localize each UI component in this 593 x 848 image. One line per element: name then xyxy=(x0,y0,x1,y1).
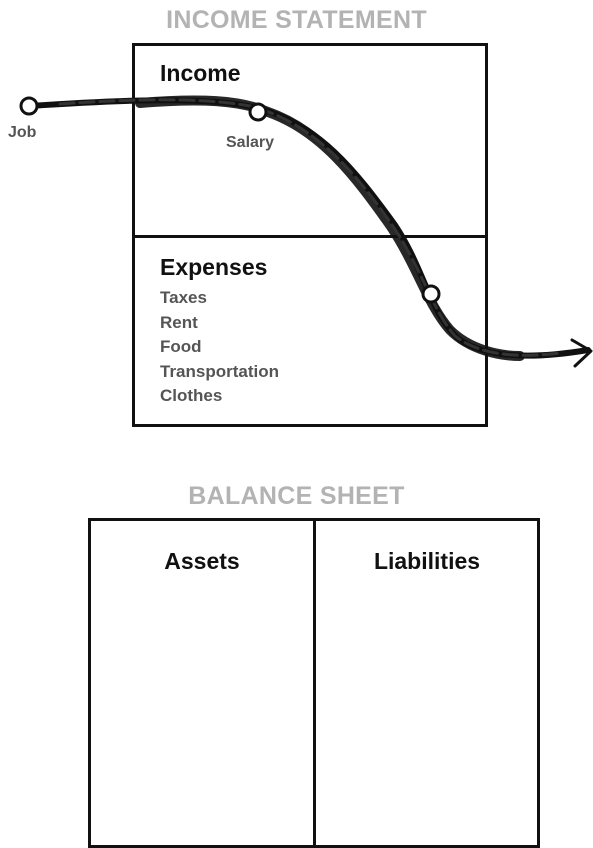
job-label: Job xyxy=(8,124,37,141)
expenses-heading: Expenses xyxy=(160,254,268,280)
expense-item-transportation: Transportation xyxy=(160,361,280,381)
income-expenses-divider xyxy=(135,235,485,238)
income-statement-title: INCOME STATEMENT xyxy=(166,6,427,34)
job-node-icon xyxy=(19,96,39,116)
liabilities-heading: Liabilities xyxy=(373,548,481,574)
income-heading: Income xyxy=(160,60,241,86)
expense-item-rent: Rent xyxy=(160,312,198,332)
balance-sheet-box: Assets Liabilities xyxy=(88,518,540,848)
balance-sheet-title: BALANCE SHEET xyxy=(188,482,405,510)
expense-item-food: Food xyxy=(160,337,202,356)
arrow-head-icon xyxy=(570,338,593,368)
expense-item-taxes: Taxes xyxy=(160,288,207,307)
income-statement-box: Income Expenses Taxes Rent Food Transpor… xyxy=(132,43,488,427)
assets-liabilities-divider xyxy=(313,521,316,845)
expense-item-clothes: Clothes xyxy=(160,386,223,405)
salary-label: Salary xyxy=(226,134,275,151)
expense-list: Taxes Rent Food Transportation Clothes xyxy=(160,286,279,409)
assets-heading: Assets xyxy=(164,548,240,574)
